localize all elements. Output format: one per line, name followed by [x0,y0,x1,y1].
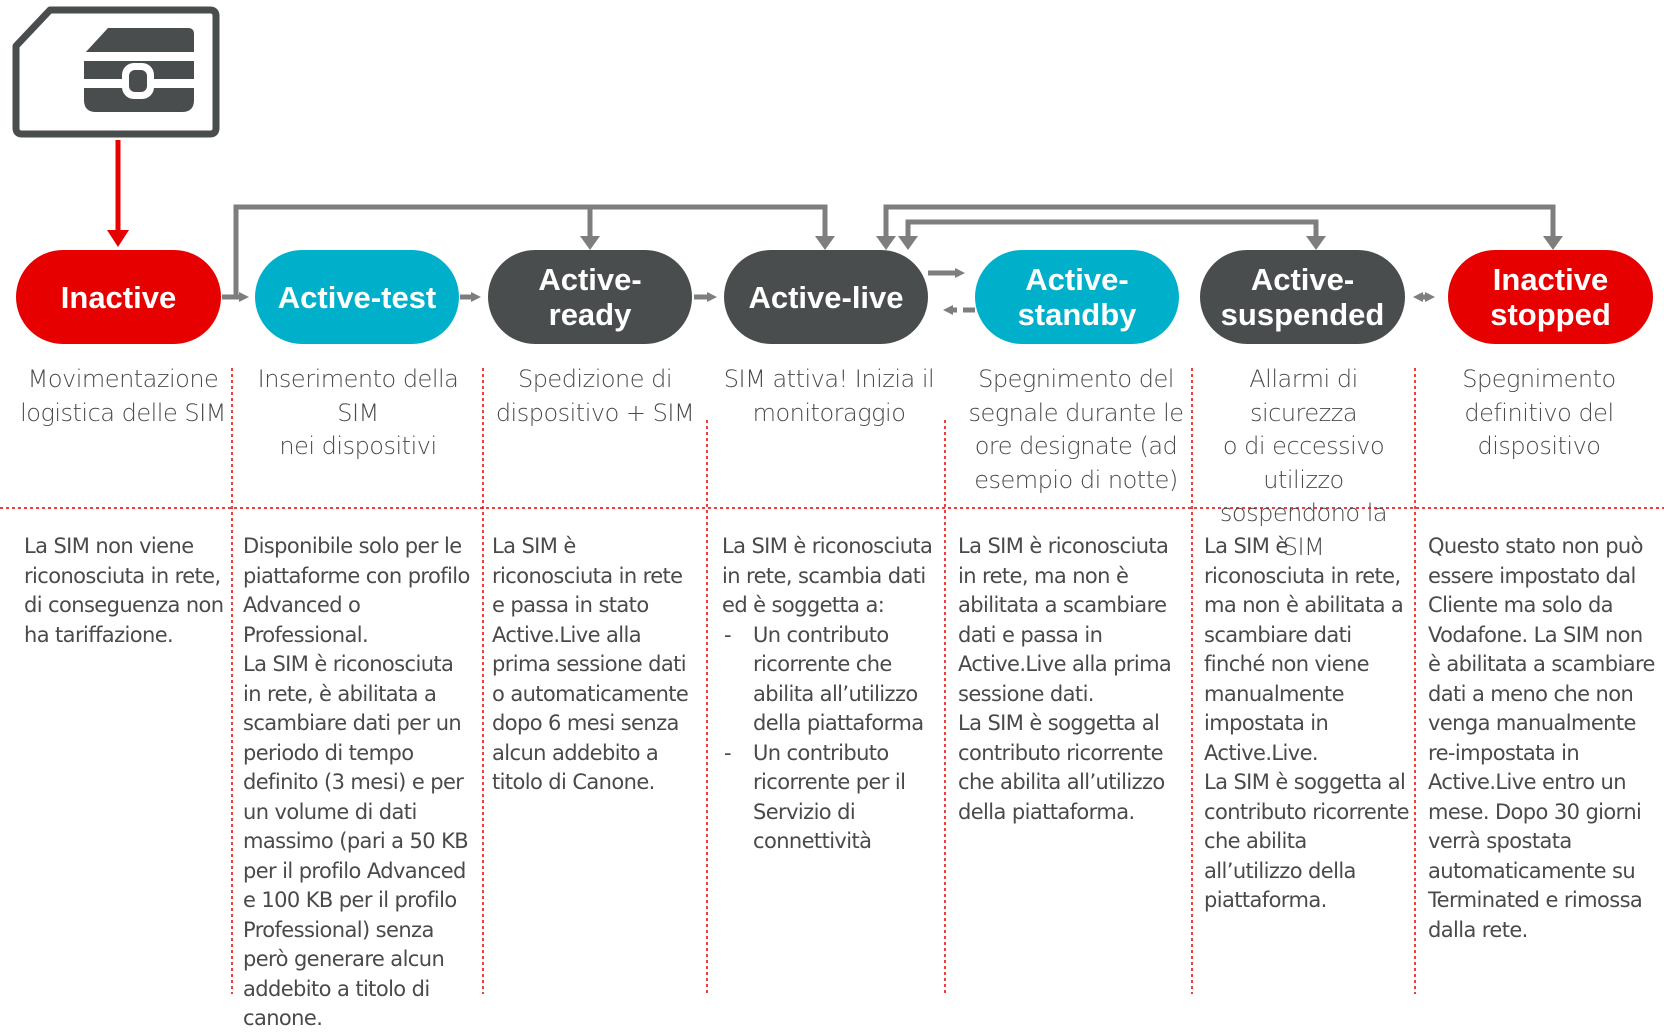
lifecycle-connectors [0,6,1664,994]
state-label: Active-test [277,279,437,315]
detail-paragraph: La SIM è riconosciuta in rete, ma non è … [1204,534,1404,765]
detail-paragraph: La SIM è riconosciuta in rete, ma non è … [958,534,1172,706]
state-active-live: Active-live [724,250,928,344]
detail-paragraph: La SIM è riconosciuta in rete, scambia d… [722,534,933,617]
state-label: Active- ready [538,262,642,332]
state-label: Active- suspended [1220,262,1385,332]
dividers [0,368,1664,994]
loop-from-suspended-stopped [883,204,1556,238]
summary-active-ready: Spedizione di dispositivo + SIM [495,365,695,427]
state-label: Inactive [60,279,177,315]
detail-paragraph: La SIM è riconosciuta in rete e passa in… [492,534,689,794]
summary-active-live: SIM attiva! Inizia il monitoraggio [723,365,935,427]
loop-arrowheads-2 [876,236,1563,250]
summary-active-suspended: Allarmi di sicurezza o di eccessivo util… [1219,365,1388,561]
detail-inactive: La SIM non viene riconosciuta in rete, d… [24,532,230,650]
detail-paragraph: Questo stato non può essere impostato da… [1428,534,1655,942]
state-label: Active-live [748,279,904,315]
state-inactive-stopped: Inactive stopped [1448,250,1653,344]
detail-active-suspended: La SIM è riconosciuta in rete, ma non è … [1204,532,1409,916]
detail-bullet: Un contributo ricorrente che abilita all… [722,621,936,739]
detail-inactive-stopped: Questo stato non può essere impostato da… [1428,532,1658,945]
summary-active-test: Inserimento della SIM nei dispositivi [257,365,459,460]
loop-arrowheads-1 [580,236,835,250]
detail-paragraph: La SIM è soggetta al contributo ricorren… [1204,770,1409,912]
detail-paragraph: La SIM è soggetta al contributo ricorren… [958,711,1165,824]
loop-to-ready-live [233,204,828,296]
state-active-ready: Active- ready [488,250,692,344]
detail-bullets: Un contributo ricorrente che abilita all… [722,621,936,857]
summary-inactive-stopped: Spegnimento definitivo del dispositivo [1462,365,1616,460]
sim-card-icon [12,6,220,138]
summary-inactive: Movimentazione logistica delle SIM [20,365,226,427]
summary-active-standby: Spegnimento del segnale durante le ore d… [968,365,1184,494]
detail-paragraph: La SIM non viene riconosciuta in rete, d… [24,534,224,647]
state-label: Inactive stopped [1490,262,1611,332]
detail-bullet: Un contributo ricorrente per il Servizio… [722,739,936,857]
state-active-suspended: Active- suspended [1200,250,1405,344]
state-inactive: Inactive [16,250,221,344]
flow-arrows [222,268,1435,315]
state-label: Active- standby [1017,262,1137,332]
detail-paragraph: La SIM è riconosciuta in rete, è abilita… [243,652,469,1030]
sim-to-inactive-arrow [107,140,129,247]
state-active-test: Active-test [255,250,459,344]
state-active-standby: Active- standby [975,250,1179,344]
detail-active-ready: La SIM è riconosciuta in rete e passa in… [492,532,698,798]
detail-active-standby: La SIM è riconosciuta in rete, ma non è … [958,532,1183,827]
detail-paragraph: Disponibile solo per le piattaforme con … [243,534,470,647]
detail-active-test: Disponibile solo per le piattaforme con … [243,532,473,1034]
detail-active-live: La SIM è riconosciuta in rete, scambia d… [722,532,936,857]
